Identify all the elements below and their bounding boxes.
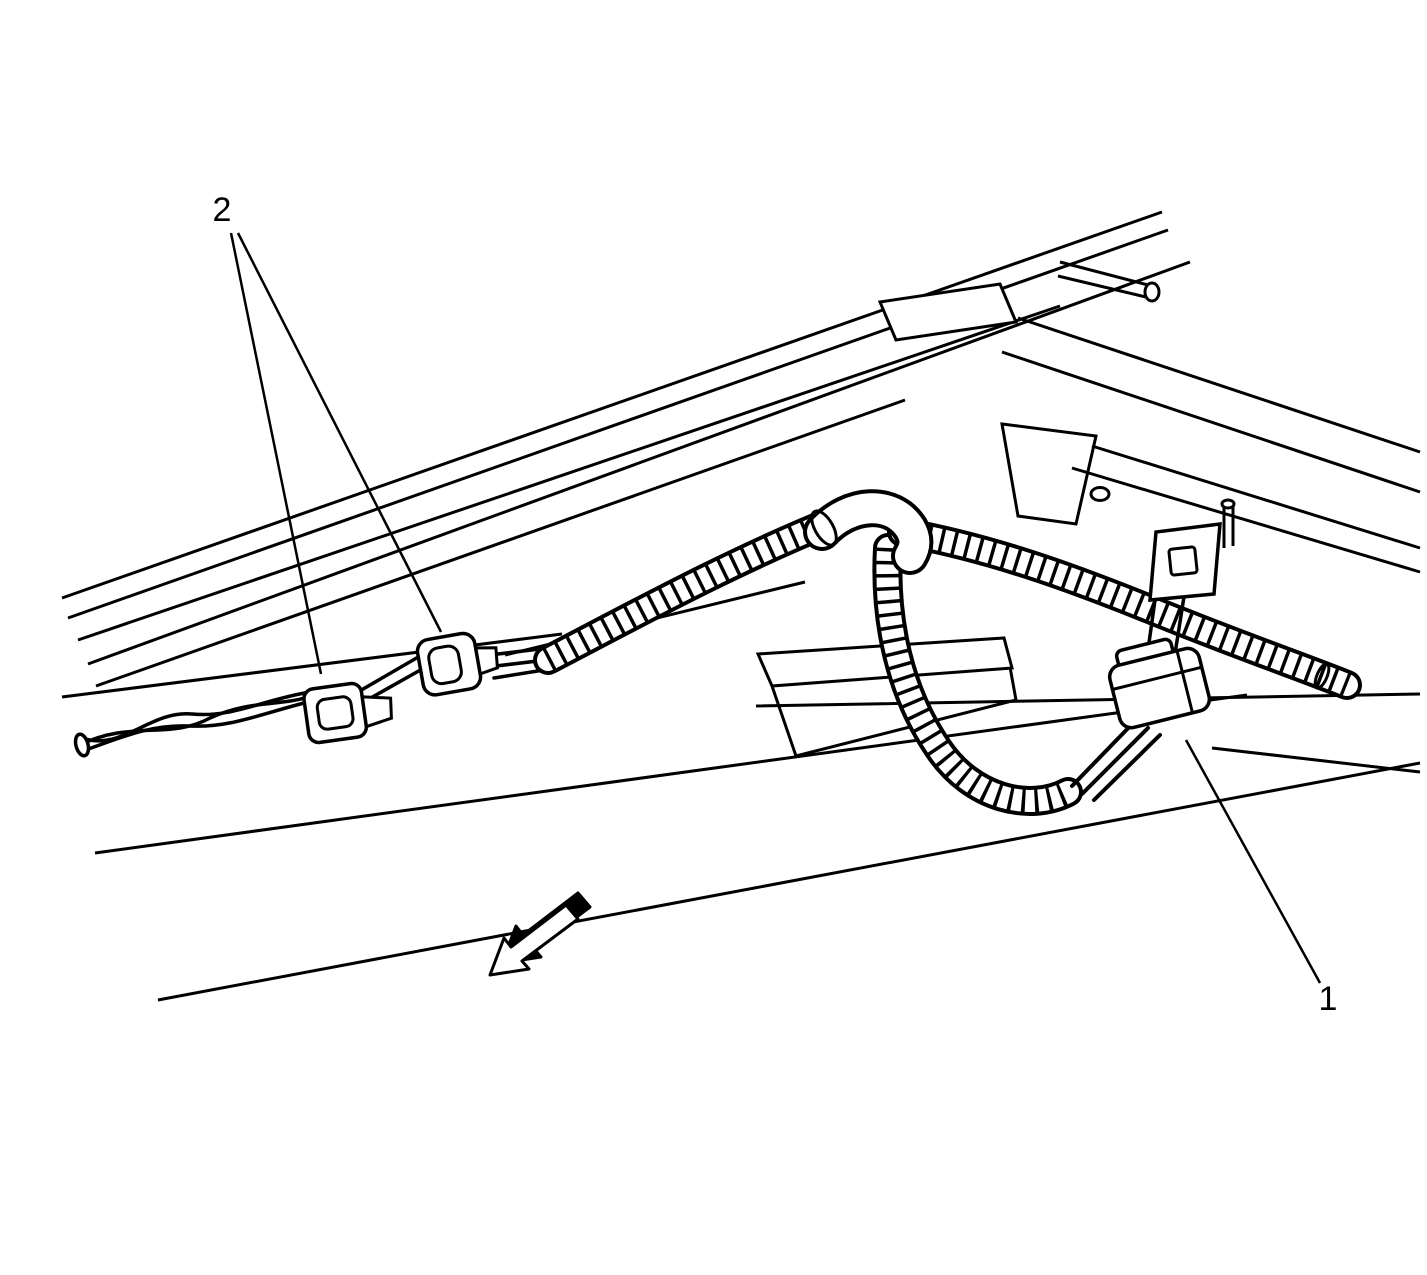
callout-2-leaders xyxy=(229,232,443,675)
run-right-ribs xyxy=(899,519,1352,697)
clip-left-slot xyxy=(315,695,355,731)
connector-wires-path xyxy=(1070,718,1162,802)
frame-rail-right-lines xyxy=(1000,260,1421,574)
wire-strand-a xyxy=(78,700,310,754)
callout-leader-lines xyxy=(229,232,1322,984)
rail-plate xyxy=(877,282,1019,342)
corrugated-loop xyxy=(872,533,1083,816)
frame-rail-upper xyxy=(61,210,1191,688)
stud-cap xyxy=(1220,498,1236,510)
run-right-seam xyxy=(1313,662,1331,690)
bracket-hole xyxy=(1167,545,1199,577)
loop-ribs xyxy=(874,547,1074,814)
corrugated-run-left xyxy=(533,505,850,675)
retainer-clip-right xyxy=(415,631,499,697)
frame-hole xyxy=(1089,486,1111,502)
callout-1-leader xyxy=(1184,739,1322,984)
callout-1-label: 1 xyxy=(1319,980,1338,1018)
retainer-clip-left xyxy=(302,681,393,745)
clip-right-body xyxy=(415,631,483,697)
mounting-bracket xyxy=(1144,521,1222,665)
wire-strand-b xyxy=(80,690,312,743)
wire-strand-c xyxy=(78,695,310,747)
harness-connector xyxy=(1107,637,1212,730)
corrugated-run-right xyxy=(887,517,1362,700)
crossmember-bracket-path xyxy=(755,636,1018,758)
crossmember-bracket xyxy=(755,636,1018,758)
callout-2-label: 2 xyxy=(213,191,232,229)
elbow-fitting xyxy=(803,489,934,575)
frame-rail-right xyxy=(1000,260,1421,574)
rail-stub-cap xyxy=(1143,281,1161,303)
connector-body xyxy=(1107,646,1212,730)
connector-detail-lines xyxy=(1112,650,1203,714)
connector-wires xyxy=(1070,718,1162,802)
wire-end-cap xyxy=(73,732,91,758)
direction-arrow-icon xyxy=(488,891,592,977)
clip-right-slot xyxy=(427,644,463,686)
run-left-ribs xyxy=(542,508,840,672)
direction-arrow-front-face xyxy=(488,903,580,977)
run-left-fill xyxy=(537,509,846,671)
elbow-fill xyxy=(807,493,930,571)
frame-rail-upper-lines xyxy=(61,210,1191,688)
elbow-seam-ring xyxy=(810,509,838,547)
clip-left-body xyxy=(302,681,369,745)
